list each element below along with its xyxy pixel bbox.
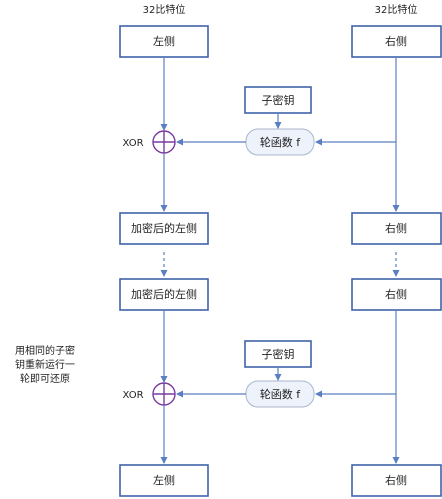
round-function-label-1: 轮函数 f <box>260 135 301 149</box>
round-function-1: 轮函数 f <box>245 128 315 156</box>
top-left-label: 左侧 <box>153 35 175 48</box>
subkey-label-1: 子密钥 <box>262 93 295 107</box>
bottom-right-box: 右侧 <box>351 464 442 497</box>
mid-right-box-2: 右侧 <box>351 278 442 311</box>
bottom-right-label: 右侧 <box>385 473 407 487</box>
mid-left-label-1: 加密后的左侧 <box>131 221 197 235</box>
note-line-2: 钥重新运行一 <box>15 358 75 371</box>
mid-right-label-2: 右侧 <box>385 287 407 301</box>
mid-left-box-2: 加密后的左侧 <box>119 278 209 311</box>
bits-label-left: 32比特位 <box>143 3 186 16</box>
xor-label-1: XOR <box>122 138 143 149</box>
round-function-label-2: 轮函数 f <box>260 387 301 401</box>
subkey-label-2: 子密钥 <box>262 347 295 361</box>
mid-left-box-1: 加密后的左侧 <box>119 212 209 245</box>
note-line-3: 轮即可还原 <box>20 372 70 385</box>
mid-right-label-1: 右侧 <box>385 221 407 235</box>
xor-icon <box>152 382 176 406</box>
note-line-1: 用相同的子密 <box>15 344 75 357</box>
round-function-2: 轮函数 f <box>245 380 315 408</box>
top-left-box: 左侧 <box>119 25 209 58</box>
xor-icon <box>152 130 176 154</box>
mid-right-box-1: 右侧 <box>351 212 442 245</box>
mid-left-label-2: 加密后的左侧 <box>131 287 197 301</box>
top-right-label: 右侧 <box>385 34 407 48</box>
bits-label-right: 32比特位 <box>375 3 418 16</box>
bottom-left-label: 左侧 <box>153 474 175 487</box>
bottom-left-box: 左侧 <box>119 464 209 497</box>
subkey-box-2: 子密钥 <box>244 340 312 368</box>
subkey-box-1: 子密钥 <box>244 86 312 114</box>
top-right-box: 右侧 <box>351 25 442 58</box>
xor-label-2: XOR <box>122 390 143 401</box>
